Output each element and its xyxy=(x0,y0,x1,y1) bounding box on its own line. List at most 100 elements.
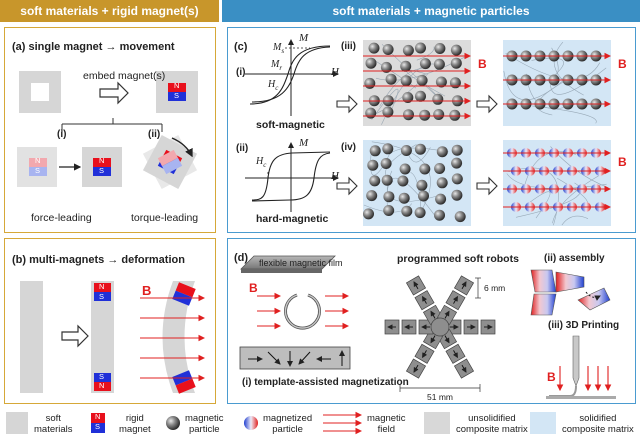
panel-d-drawing xyxy=(239,255,616,399)
field-d-label: B xyxy=(249,281,258,295)
magnetic-particle xyxy=(434,209,445,221)
legend-particle-icon xyxy=(166,416,180,430)
panel-d-title: (d) xyxy=(234,252,249,264)
robot-segment xyxy=(453,275,475,296)
magnetic-particle xyxy=(380,61,392,73)
magnetic-particle xyxy=(419,163,431,175)
panel-c-title: (c) xyxy=(234,41,248,53)
b-bottom-n-text: S xyxy=(99,372,105,381)
ghost-magnet-north xyxy=(29,158,47,167)
template-label: (i) template-assisted magnetization xyxy=(242,377,409,388)
magnetic-particle xyxy=(382,44,394,55)
magnetic-particle xyxy=(369,145,381,157)
force-magnet-south xyxy=(93,167,111,176)
magnetic-particle xyxy=(435,76,447,88)
panel-c-sub-i: (i) xyxy=(236,67,246,78)
hc-label-hard: Hc xyxy=(256,156,267,169)
magnetic-particle xyxy=(365,57,377,69)
torque-arrow xyxy=(171,137,193,158)
hard-loop-lower xyxy=(251,152,331,202)
robot-segment xyxy=(445,290,466,311)
robot-segment xyxy=(463,319,479,335)
printed-filament xyxy=(549,385,577,397)
magnetic-particle xyxy=(368,42,380,54)
legend-unsolidified-icon xyxy=(424,412,450,434)
magnetic-particle xyxy=(385,73,397,85)
magnetic-particle xyxy=(383,205,395,216)
legend-magnetized-particle-icon xyxy=(244,416,258,430)
magnetic-particle xyxy=(435,193,447,205)
magnetic-particle xyxy=(366,190,378,202)
magnetic-particle xyxy=(432,93,444,105)
robot-segment xyxy=(405,358,427,379)
panel-c-drawing xyxy=(245,39,612,226)
field-arrows-b xyxy=(140,294,206,382)
magnet-north xyxy=(168,83,186,92)
magnetic-particle xyxy=(436,146,448,158)
panel-a-drawing xyxy=(17,71,198,190)
robot-segment xyxy=(453,358,475,379)
magnet-south xyxy=(168,92,186,101)
magnetic-particle xyxy=(433,58,445,70)
magnetic-particle xyxy=(416,74,428,86)
legend-field-icon xyxy=(323,411,363,435)
block-cavity xyxy=(31,83,49,101)
soft-magnetic-label: soft-magnetic xyxy=(256,119,325,131)
soft-loop-lower xyxy=(251,46,331,103)
panel-a-title: (a) single magnet → movement xyxy=(12,41,175,53)
ghost-n-text: N xyxy=(35,156,41,165)
hollow-arrow xyxy=(99,81,129,105)
bottom-magnet-north xyxy=(94,373,111,382)
legend-s-text: S xyxy=(95,422,101,431)
top-magnet-south xyxy=(94,292,111,301)
panel-c-sub-iii: (iii) xyxy=(341,41,356,52)
magnetic-particle xyxy=(397,175,409,187)
field-c-label-3: B xyxy=(618,155,627,169)
magnetic-particle xyxy=(454,211,466,223)
b-top-s-text: S xyxy=(99,292,105,301)
magnetic-particle xyxy=(419,58,431,70)
magnetic-particle xyxy=(364,77,376,89)
magnetic-particle xyxy=(363,208,374,220)
hollow-arrow-c3 xyxy=(476,94,498,114)
dim-6mm-label: 6 mm xyxy=(484,283,506,293)
robot-segment xyxy=(480,319,496,335)
embed-label: embed magnet(s) xyxy=(83,70,166,82)
m-axis-label-soft: M xyxy=(299,32,309,44)
magnetic-particle xyxy=(380,158,392,169)
magnetic-particle xyxy=(449,77,461,89)
field-c-label-1: B xyxy=(478,57,487,71)
magnetic-particle xyxy=(415,42,426,54)
magnetic-particle xyxy=(414,143,426,155)
field-print-label: B xyxy=(547,370,556,384)
flexible-film-edge xyxy=(241,269,322,273)
robot-segment xyxy=(414,343,435,364)
printing-label: (iii) 3D Printing xyxy=(548,320,620,331)
hc-label-soft: Hc xyxy=(268,79,279,92)
assembly-beam-bottom xyxy=(530,293,557,316)
assembly-arrow xyxy=(585,291,601,301)
force-n-text: N xyxy=(99,156,105,165)
header-magnetic-particles: soft materials + magnetic particles xyxy=(222,0,640,22)
magnetic-particle xyxy=(450,44,462,56)
force-leading-label: force-leading xyxy=(31,212,92,224)
magnetization-arrows xyxy=(248,350,345,367)
print-nozzle xyxy=(572,335,580,387)
magnetic-particle xyxy=(449,109,461,121)
robot-segment xyxy=(384,319,400,335)
strip-deformed xyxy=(162,281,195,393)
torque-leading-label: torque-leading xyxy=(131,212,199,224)
mr-label: Mr xyxy=(271,59,283,72)
field-b-label: B xyxy=(142,283,152,298)
legend-icons xyxy=(6,411,556,435)
assembly-beam-mid xyxy=(555,271,585,293)
hollow-arrow-c2 xyxy=(336,176,358,196)
soft-robot-star xyxy=(384,275,496,379)
magnetic-particle xyxy=(401,205,413,217)
